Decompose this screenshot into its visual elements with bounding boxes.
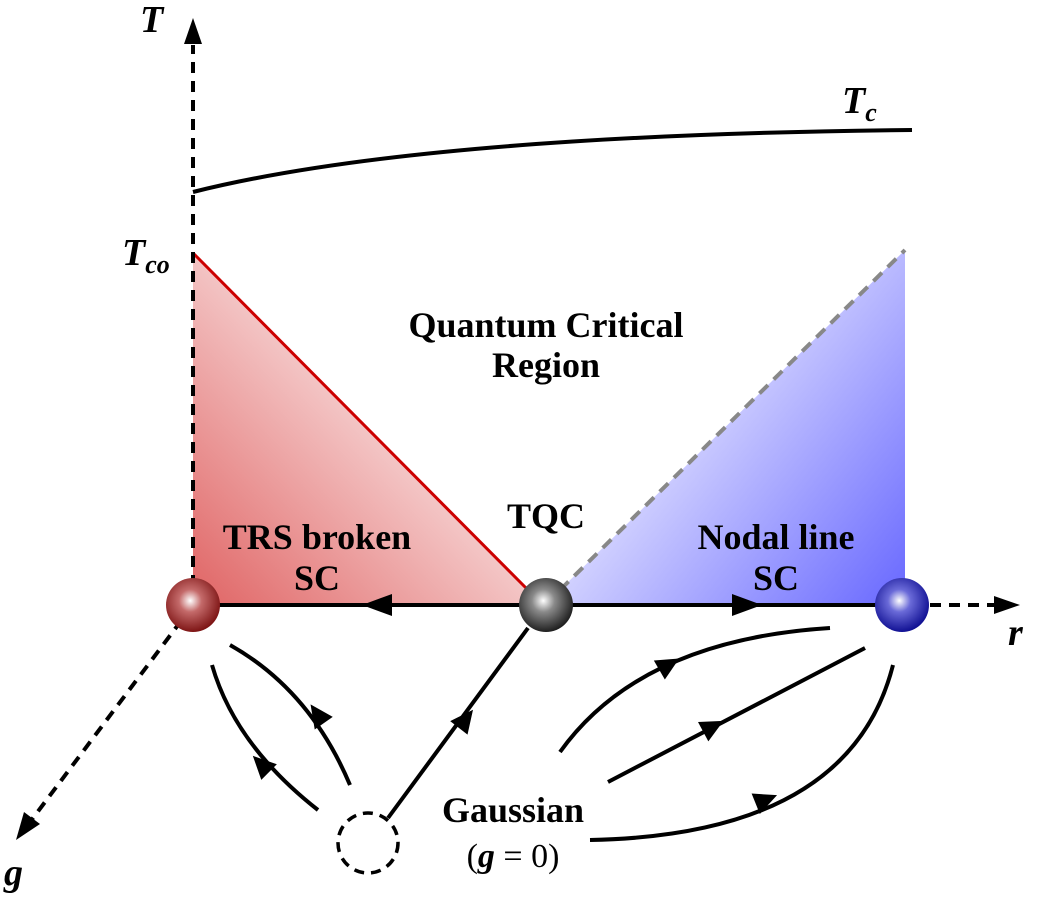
quantum-critical-label-line2: Region [492, 345, 600, 385]
flow-curve-upper-right [558, 626, 831, 754]
t-axis-label: T [140, 0, 165, 41]
tqc-label: TQC [507, 496, 585, 536]
trs-broken-region [193, 253, 528, 605]
flow-curve-lower-right [589, 664, 895, 842]
gaussian-condition-open: ( [467, 838, 478, 875]
flow-line-middle-right [607, 646, 866, 784]
flow-arrowhead [450, 709, 474, 735]
g-axis-label: g [3, 852, 23, 894]
gaussian-condition-rest: = 0) [495, 838, 560, 875]
trs-broken-label-line1: TRS broken [223, 517, 411, 557]
nodal-line-region [560, 250, 905, 605]
gaussian-fixed-point [336, 811, 400, 875]
crossover-line-red [191, 251, 532, 594]
flow-arrowhead [252, 755, 277, 780]
flow-arrowhead [698, 720, 724, 742]
tco-label-sub: co [145, 250, 170, 279]
flow-curve-outer-left [210, 664, 320, 812]
g-axis [28, 603, 195, 824]
gaussian-condition-label: (g = 0) [467, 838, 560, 875]
tc-label-base: T [842, 80, 867, 122]
tc-label: Tc [842, 80, 877, 127]
tqc-fixed-point [519, 578, 573, 632]
flow-arrow-right [732, 594, 762, 616]
gaussian-label: Gaussian [442, 790, 584, 830]
nodal-line-label-line2: SC [753, 558, 799, 598]
r-axis-label: r [1008, 612, 1024, 654]
r-axis-arrowhead [994, 596, 1020, 614]
flow-arrowhead [653, 658, 680, 680]
tco-label: Tco [122, 232, 170, 279]
gaussian-condition-g: g [477, 838, 495, 875]
flow-arrowhead [310, 704, 333, 730]
tco-label-base: T [122, 232, 147, 274]
crossover-line-dashed [558, 248, 907, 592]
tc-curve [192, 128, 913, 194]
trs-broken-label-line2: SC [294, 558, 340, 598]
tc-label-sub: c [865, 98, 877, 127]
flow-curve-inner-left [229, 643, 352, 786]
nodal-fixed-point [875, 578, 929, 632]
quantum-critical-label-line1: Quantum Critical [409, 305, 684, 345]
trs-fixed-point [166, 578, 220, 632]
t-axis-arrowhead [184, 18, 202, 44]
flow-arrowhead [751, 793, 778, 814]
flow-arrow-left [362, 594, 392, 616]
nodal-line-label-line1: Nodal line [697, 517, 854, 557]
g-axis-arrowhead [16, 812, 40, 840]
